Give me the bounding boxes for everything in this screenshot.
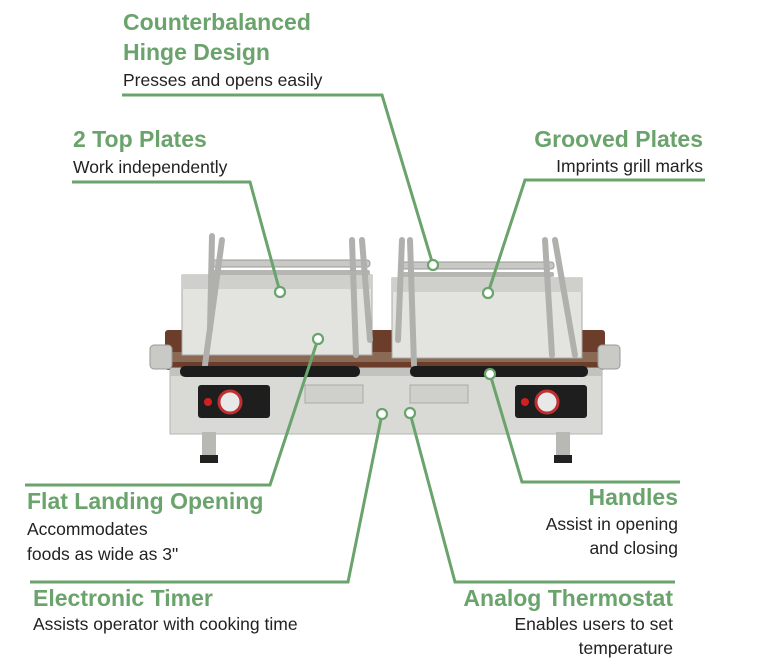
top-plates-desc: Work independently bbox=[73, 157, 228, 177]
dot-handles bbox=[483, 367, 497, 381]
hinge-rod-left bbox=[209, 259, 371, 268]
landing-title: Flat Landing Opening bbox=[27, 488, 264, 514]
leader-thermostat bbox=[408, 412, 675, 584]
thermostat-title: Analog Thermostat bbox=[463, 585, 673, 611]
handles-desc-line1: Assist in opening bbox=[545, 514, 678, 534]
leader-hinge bbox=[122, 93, 435, 266]
leader-top-plates bbox=[72, 180, 282, 293]
landing-desc-line1: Accommodates bbox=[27, 519, 148, 539]
grease-drawer-left bbox=[304, 384, 364, 404]
thermostat-desc-line1: Enables users to set bbox=[514, 614, 673, 634]
hinge-desc: Presses and opens easily bbox=[123, 70, 323, 90]
hinge-title-line1: Counterbalanced bbox=[123, 9, 311, 35]
timer-desc: Assists operator with cooking time bbox=[33, 614, 298, 634]
leader-timer bbox=[30, 413, 384, 584]
grease-drawer-right bbox=[409, 384, 469, 404]
top-plates-title: 2 Top Plates bbox=[73, 126, 207, 152]
handles-title: Handles bbox=[588, 484, 678, 510]
handle-left bbox=[180, 366, 360, 377]
leader-landing bbox=[25, 338, 320, 487]
leader-grooved bbox=[486, 178, 705, 294]
dot-hinge bbox=[426, 258, 440, 272]
dot-grooved bbox=[481, 286, 495, 300]
handle-right bbox=[410, 366, 588, 377]
grooved-title: Grooved Plates bbox=[534, 126, 703, 152]
hinge-title-line2: Hinge Design bbox=[123, 39, 270, 65]
thermostat-desc-line2: temperature bbox=[578, 638, 673, 658]
landing-desc-line2: foods as wide as 3" bbox=[27, 544, 179, 564]
dot-timer bbox=[375, 407, 389, 421]
dot-landing bbox=[311, 332, 325, 346]
grooved-desc: Imprints grill marks bbox=[556, 156, 703, 176]
hinge-rod-right bbox=[401, 261, 555, 270]
handles-desc-line2: and closing bbox=[589, 538, 678, 558]
dot-top-plates bbox=[273, 285, 287, 299]
timer-title: Electronic Timer bbox=[33, 585, 213, 611]
dot-thermostat bbox=[403, 406, 417, 420]
leader-handles bbox=[488, 373, 680, 484]
